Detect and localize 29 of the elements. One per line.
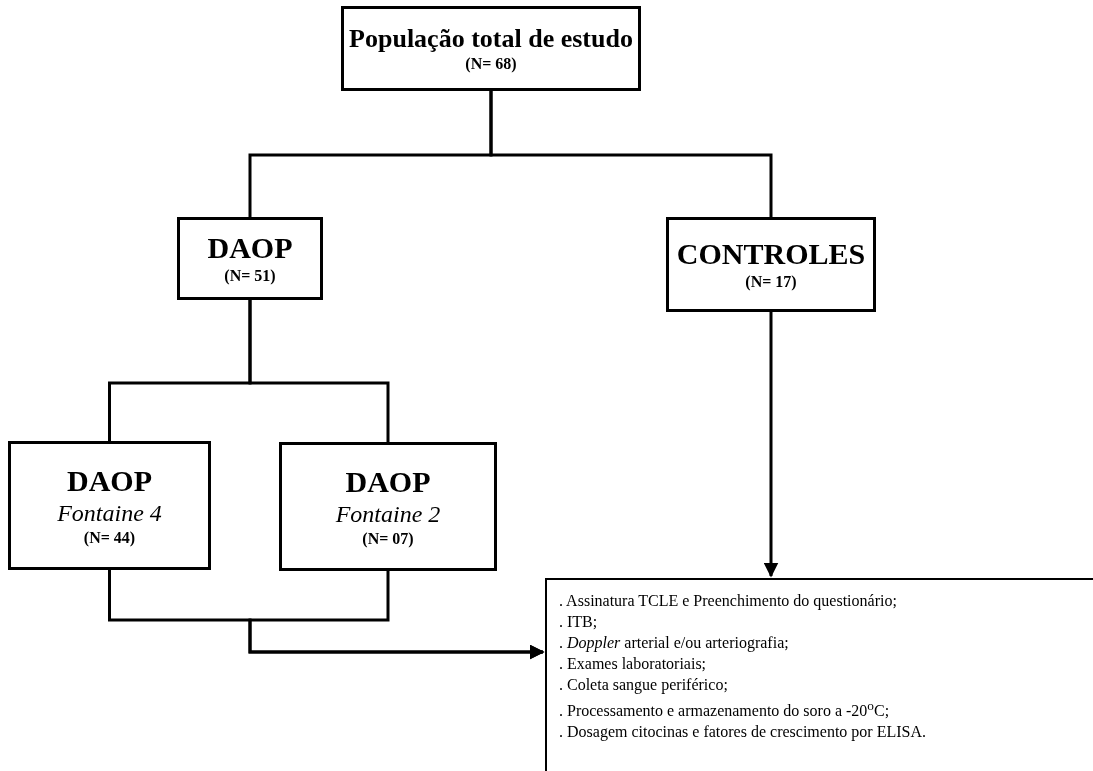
group-box [666, 217, 876, 312]
step-text: . Exames laboratoriais; [559, 654, 707, 674]
stage-text: Fontaine 4 [57, 498, 162, 528]
group-title: DAOP [345, 463, 431, 500]
count-text: (N= 44) [83, 527, 136, 549]
connector-line [248, 300, 390, 442]
count-text: (N= 51) [224, 266, 276, 287]
group-box [8, 441, 211, 570]
count-text: (N= 07) [362, 528, 414, 550]
step-text: . Coleta sangue periférico; [559, 675, 728, 695]
group-title: DAOP [207, 230, 293, 267]
connector-line [489, 91, 773, 217]
count-text: (N= 68) [465, 53, 517, 75]
group-box [341, 6, 641, 91]
steps-box [545, 578, 1093, 771]
group-title: DAOP [67, 462, 152, 499]
step-text: . ITB; [559, 612, 598, 632]
step-text: . Assinatura TCLE e Preenchimento do questionário; [559, 591, 897, 611]
group-box [279, 442, 497, 571]
step-text: . Doppler arterial e/ou arteriografia; [559, 633, 789, 653]
group-title: População total de estudo [349, 22, 633, 54]
step-text: . Dosagem citocinas e fatores de crescimento por ELISA. [559, 722, 926, 743]
step-text: . Processamento e armazenamento do soro a -20$^{o}$C; [559, 697, 890, 722]
arrow [763, 312, 779, 578]
group-box [177, 217, 323, 300]
arrow [248, 571, 545, 660]
stage-text: Fontaine 2 [335, 499, 441, 529]
group-title: CONTROLES [676, 236, 866, 273]
count-text: (N= 17) [745, 272, 797, 293]
